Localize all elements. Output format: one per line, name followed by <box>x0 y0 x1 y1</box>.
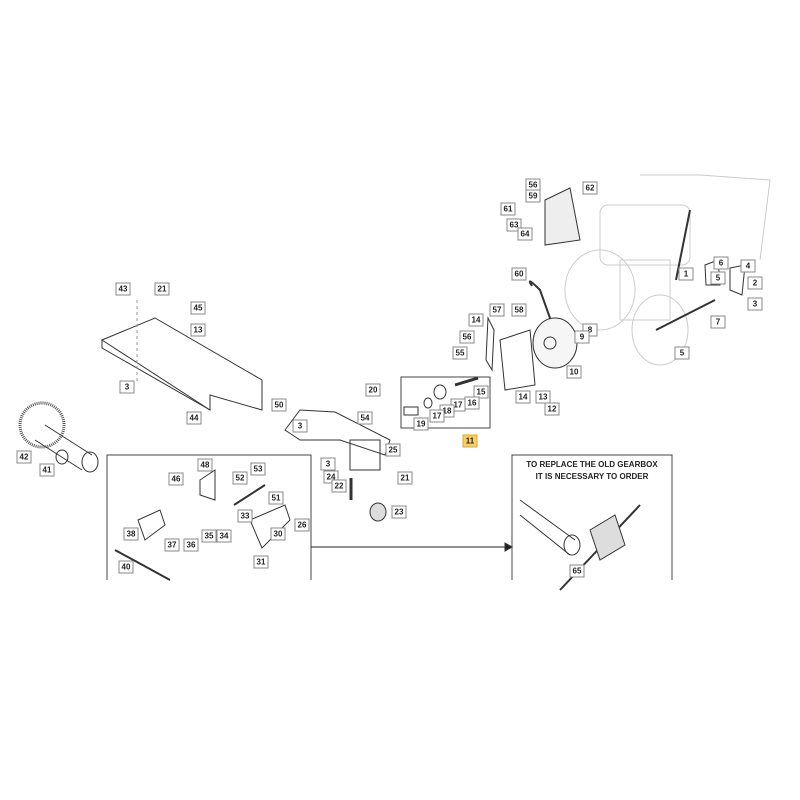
callout-label: 33 <box>237 509 253 523</box>
callout-label: 1 <box>678 267 694 281</box>
callout-label: 9 <box>574 330 590 344</box>
callout-label: 21 <box>397 471 413 485</box>
callout-label: 16 <box>464 396 480 410</box>
callout-label: 44 <box>186 411 202 425</box>
callout-label: 36 <box>183 538 199 552</box>
callout-label: 14 <box>468 313 484 327</box>
callout-label: 3 <box>292 419 308 433</box>
callout-label: 53 <box>250 462 266 476</box>
gearbox-note-line2: IT IS NECESSARY TO ORDER <box>535 472 649 481</box>
callout-label: 45 <box>190 301 206 315</box>
callout-label: 6 <box>713 256 729 270</box>
callout-label: 3 <box>320 457 336 471</box>
callout-label: 4 <box>740 259 756 273</box>
callout-label: 62 <box>582 181 598 195</box>
callout-label: 23 <box>391 505 407 519</box>
callout-label: 61 <box>500 202 516 216</box>
callout-label: 3 <box>119 380 135 394</box>
callout-label: 42 <box>16 450 32 464</box>
callout-label: 60 <box>511 267 527 281</box>
callout-label: 64 <box>517 227 533 241</box>
callout-label: 50 <box>271 398 287 412</box>
brush-roller <box>18 401 99 473</box>
callout-label: 17 <box>429 409 445 423</box>
callout-label: 15 <box>473 385 489 399</box>
callout-label: 14 <box>515 390 531 404</box>
callout-label: 21 <box>154 282 170 296</box>
callout-label: 46 <box>168 472 184 486</box>
callout-label: 34 <box>216 529 232 543</box>
callout-label: 25 <box>385 443 401 457</box>
callout-label: 19 <box>413 417 429 431</box>
callout-label: 56 <box>459 330 475 344</box>
callout-label: 52 <box>232 471 248 485</box>
callout-label: 55 <box>452 346 468 360</box>
callout-label: 13 <box>190 323 206 337</box>
gearbox-note-line1: TO REPLACE THE OLD GEARBOX <box>526 460 658 469</box>
callout-label: 5 <box>674 346 690 360</box>
callout-label: 35 <box>201 529 217 543</box>
callout-11-highlighted[interactable]: 11 <box>462 434 478 448</box>
callout-label: 10 <box>566 365 582 379</box>
callout-label: 13 <box>535 390 551 404</box>
callout-label: 41 <box>39 463 55 477</box>
callout-label: 26 <box>294 518 310 532</box>
engine-ghost <box>564 174 771 366</box>
gearbox-note: TO REPLACE THE OLD GEARBOX IT IS NECESSA… <box>512 459 672 483</box>
callout-label: 51 <box>268 491 284 505</box>
callout-label: 31 <box>253 555 269 569</box>
callout-label: 12 <box>544 402 560 416</box>
callout-label: 59 <box>525 189 541 203</box>
callout-label: 43 <box>115 282 131 296</box>
callout-label: 48 <box>197 458 213 472</box>
callout-label: 20 <box>365 383 381 397</box>
callout-label: 58 <box>511 303 527 317</box>
callout-label: 30 <box>270 527 286 541</box>
callout-label: 7 <box>710 315 726 329</box>
callout-label: 54 <box>357 411 373 425</box>
callout-label: 2 <box>747 276 763 290</box>
callout-label: 22 <box>331 479 347 493</box>
callout-label: 37 <box>164 538 180 552</box>
callout-label: 3 <box>747 297 763 311</box>
callout-label: 65 <box>569 564 585 578</box>
callout-label: 57 <box>489 303 505 317</box>
callout-label: 5 <box>710 271 726 285</box>
callout-label: 40 <box>118 560 134 574</box>
callout-label: 38 <box>123 527 139 541</box>
